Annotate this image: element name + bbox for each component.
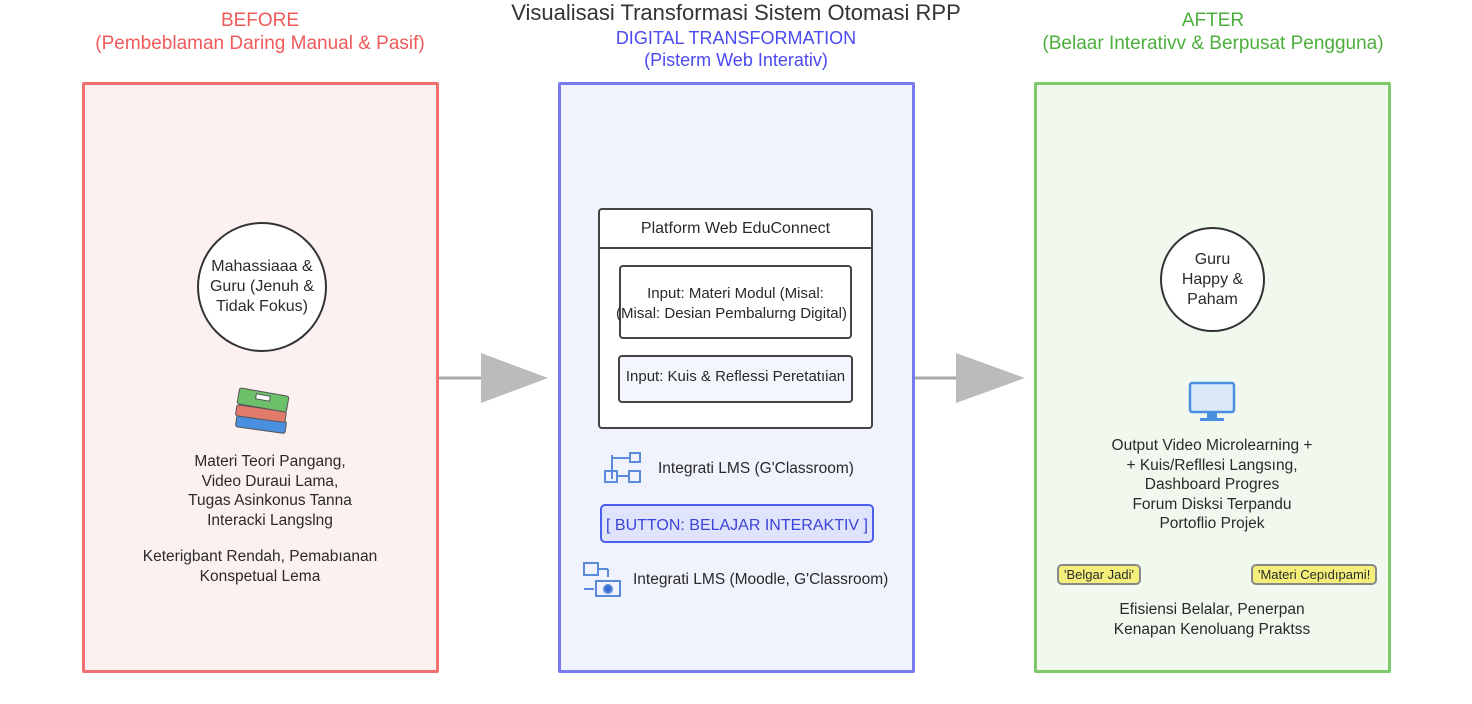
line: Efisiensi Belalar, Penerpan — [1119, 601, 1305, 618]
monitor-icon — [1188, 381, 1236, 421]
middle-subheading: (Pisterm Web Interativ) — [644, 50, 828, 70]
line: Tugas Asinkonus Tanna — [188, 492, 352, 509]
before-heading: BEFORE — [220, 10, 300, 31]
before-description: Materi Teori Pangang, Video Duraui Lama,… — [100, 452, 440, 530]
line: (Misal: Desian Pembalurng Digital) — [616, 304, 847, 322]
feedback-badge-2: 'Materi Cepıdıpami! — [1251, 564, 1378, 585]
line: + Kuis/Refllesi Langsıng, — [1126, 456, 1298, 474]
line: Forum Disksi Terpandu — [1132, 495, 1292, 513]
feedback-badge-1: 'Belgar Jadi' — [1057, 564, 1142, 585]
before-persona: Mahassiaaa & Guru (Jenuh & Tidak Fokus) — [197, 222, 327, 352]
after-persona: Guru Happy & Paham — [1160, 227, 1265, 332]
line: Video Duraui Lama, — [201, 472, 339, 490]
input-materi-box: Input: Materi Modul (Misal: (Misal: Desi… — [616, 265, 852, 339]
workflow-icon — [583, 562, 621, 597]
lms-integration-2: Integrati LMS (Moodle, G'Classroom) — [633, 571, 889, 588]
after-heading: AFTER — [1181, 10, 1245, 31]
books-icon — [235, 387, 290, 434]
after-description: Output Video Microlearning + + Kuis/Refl… — [1042, 436, 1382, 534]
platform-title: Platform Web EduConnect — [600, 210, 871, 249]
input-kuis-box: Input: Kuis & Reflessi Peretatıian — [618, 355, 853, 403]
before-outcome: Keterigbant Rendah, Pemabıanan Konspetua… — [90, 547, 430, 586]
line: Interacki Langslng — [207, 511, 333, 529]
lms-integration-1: Integrati LMS (G'Classroom) — [658, 460, 854, 477]
line: Materi Teori Pangang, — [194, 453, 346, 470]
line: Output Video Microlearning + — [1111, 437, 1313, 454]
line: Kenapan Kenoluang Praktss — [1113, 620, 1311, 638]
after-subheading: (Belaar Interativv & Berpusat Pengguna) — [1042, 33, 1384, 54]
line: Dashboard Progres — [1144, 476, 1280, 493]
arrow-before-to-middle — [438, 353, 548, 403]
before-subheading: (Pembeblaman Daring Manual & Pasif) — [95, 33, 425, 54]
after-outcome: Efisiensi Belalar, Penerpan Kenapan Keno… — [1042, 600, 1382, 639]
page-title: Visualisasi Transformasi Sistem Otomasi … — [511, 0, 961, 25]
belajar-interaktiv-button[interactable]: [ BUTTON: BELAJAR INTERAKTIV ] — [600, 504, 874, 543]
arrow-middle-to-after — [913, 353, 1025, 403]
middle-heading: DIGITAL TRANSFORMATION — [615, 28, 857, 48]
line: Input: Materi Modul (Misal: — [647, 285, 824, 302]
line: Portoflio Projek — [1159, 515, 1265, 532]
line: Konspetual Lema — [199, 567, 321, 585]
hierarchy-icon — [604, 452, 641, 483]
line: Keterigbant Rendah, Pemabıanan — [142, 548, 378, 565]
before-panel — [82, 82, 439, 673]
